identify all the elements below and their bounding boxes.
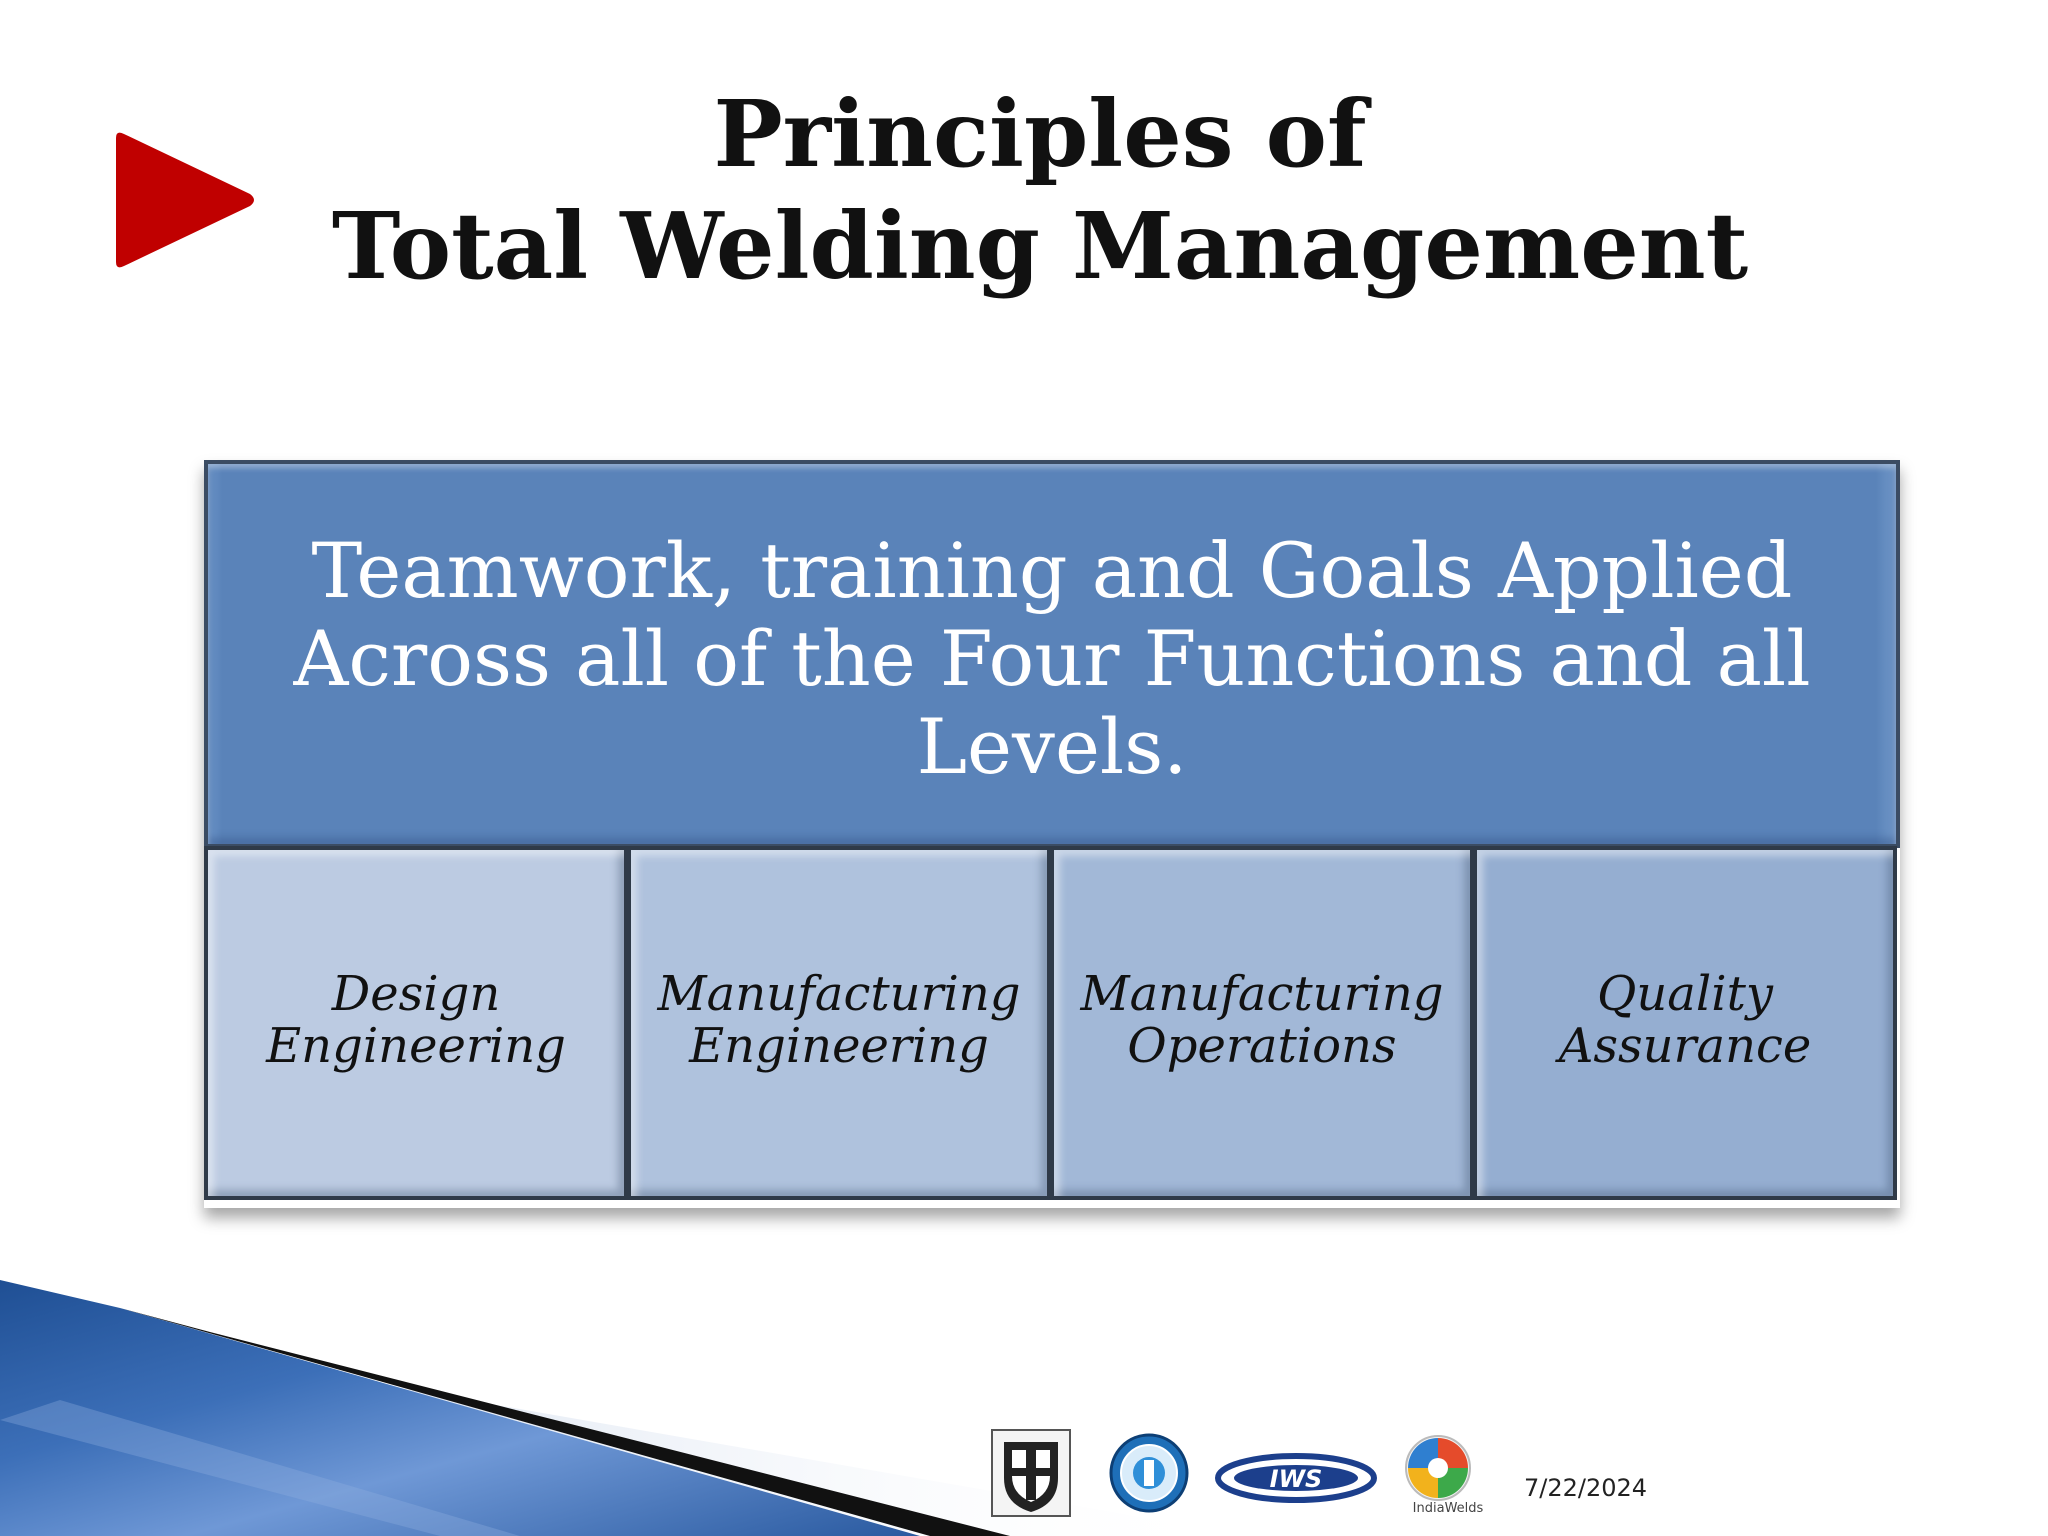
function-manufacturing-operations: Manufacturing Operations <box>1050 846 1474 1200</box>
function-label-line-1: Manufacturing <box>1080 966 1444 1022</box>
title-line-1: Principles of <box>713 80 1367 188</box>
function-label: Design Engineering <box>216 968 616 1072</box>
teamwork-text: Teamwork, training and Goals Applied Acr… <box>293 526 1811 791</box>
svg-text:IWS: IWS <box>1270 1465 1323 1493</box>
function-label: Quality Assurance <box>1485 968 1885 1072</box>
function-label-line-1: Manufacturing <box>657 966 1021 1022</box>
title-line-2: Total Welding Management <box>331 192 1749 300</box>
function-label: Manufacturing Engineering <box>639 968 1039 1072</box>
indiawelds-caption: IndiaWelds <box>1412 1501 1484 1516</box>
teamwork-box: Teamwork, training and Goals Applied Acr… <box>204 460 1900 848</box>
slide-date: 7/22/2024 <box>1524 1474 1648 1502</box>
footer-swoosh-graphic <box>0 1280 1250 1536</box>
function-manufacturing-engineering: Manufacturing Engineering <box>627 846 1051 1200</box>
function-label-line-2: Assurance <box>1558 1018 1812 1074</box>
twm-diagram: Teamwork, training and Goals Applied Acr… <box>204 460 1900 1208</box>
function-label-line-2: Engineering <box>689 1018 989 1074</box>
iws-logo-icon: IWS <box>1215 1453 1377 1503</box>
indiawelds-logo-icon <box>1405 1435 1471 1501</box>
function-label-line-2: Engineering <box>266 1018 566 1074</box>
function-design-engineering: Design Engineering <box>204 846 628 1200</box>
function-label: Manufacturing Operations <box>1062 968 1462 1072</box>
university-crest-logo-icon <box>991 1429 1071 1517</box>
functions-row: Design Engineering Manufacturing Enginee… <box>204 846 1900 1200</box>
function-label-line-1: Design <box>331 966 501 1022</box>
slide-title: Principles of Total Welding Management <box>256 78 1824 302</box>
function-label-line-1: Quality <box>1597 966 1773 1022</box>
function-quality-assurance: Quality Assurance <box>1473 846 1897 1200</box>
association-round-logo-icon <box>1109 1433 1189 1513</box>
function-label-line-2: Operations <box>1127 1018 1397 1074</box>
red-arrow-bullet-icon <box>116 132 254 268</box>
